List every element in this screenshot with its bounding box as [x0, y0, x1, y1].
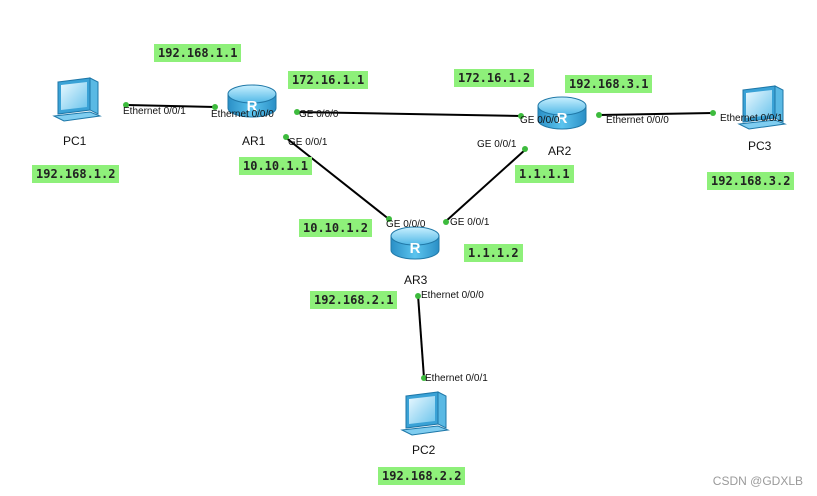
ip-label-pc2: 192.168.2.2 [378, 467, 466, 485]
pc2-icon[interactable] [401, 391, 449, 436]
ip-label-ar3-ge0: 10.10.1.2 [299, 219, 373, 237]
ip-label-ar2-wan: 172.16.1.2 [454, 69, 535, 87]
port-label-ar2-ge0: GE 0/0/0 [520, 115, 560, 126]
link-ar2-pc3 [598, 112, 714, 116]
port-label-ar1-eth: Ethernet 0/0/0 [211, 109, 274, 120]
ip-label-ar1-wan: 172.16.1.1 [288, 71, 369, 89]
ip-label-pc3: 192.168.3.2 [707, 172, 795, 190]
link-pc1-ar1 [125, 104, 216, 108]
ip-label-ar1-lan: 192.168.1.1 [154, 44, 242, 62]
port-label-ar3-eth: Ethernet 0/0/0 [421, 290, 484, 301]
ip-label-ar2-lan: 192.168.3.1 [565, 75, 653, 93]
port-label-ar2-ge1: GE 0/0/1 [477, 139, 517, 150]
link-ar1-ar2 [296, 111, 522, 117]
ar2-label: AR2 [548, 144, 572, 158]
port-label-ar1-ge0: GE 0/0/0 [299, 109, 339, 120]
port-label-pc2-eth: Ethernet 0/0/1 [425, 373, 488, 384]
port-label-ar2-eth: Ethernet 0/0/0 [606, 115, 669, 126]
port-label-pc3-eth: Ethernet 0/0/1 [720, 113, 783, 124]
link-ar1-ar3 [284, 136, 391, 221]
pc3-label: PC3 [748, 139, 772, 153]
watermark: CSDN @GDXLB [712, 474, 803, 488]
ip-label-ar3-lan: 192.168.2.1 [310, 291, 398, 309]
pc1-icon[interactable] [53, 77, 101, 122]
ip-label-ar1-ge1: 10.10.1.1 [239, 157, 313, 175]
ip-label-ar3-ge1: 1.1.1.2 [464, 244, 523, 262]
link-ar2-ar3 [444, 148, 527, 223]
ar1-label: AR1 [242, 134, 266, 148]
port-label-pc1-eth: Ethernet 0/0/1 [123, 106, 186, 117]
router-ar3-icon[interactable] [390, 226, 440, 260]
port-label-ar3-ge1: GE 0/0/1 [450, 217, 490, 228]
port-label-ar3-ge0: GE 0/0/0 [386, 219, 426, 230]
ip-label-pc1: 192.168.1.2 [32, 165, 120, 183]
port-dots [123, 102, 716, 381]
link-ar3-pc2 [417, 294, 425, 379]
pc2-label: PC2 [412, 443, 436, 457]
ar3-label: AR3 [404, 273, 428, 287]
port-label-ar1-ge1: GE 0/0/1 [288, 137, 328, 148]
pc1-label: PC1 [63, 134, 87, 148]
ip-label-ar2-ge1: 1.1.1.1 [515, 165, 574, 183]
